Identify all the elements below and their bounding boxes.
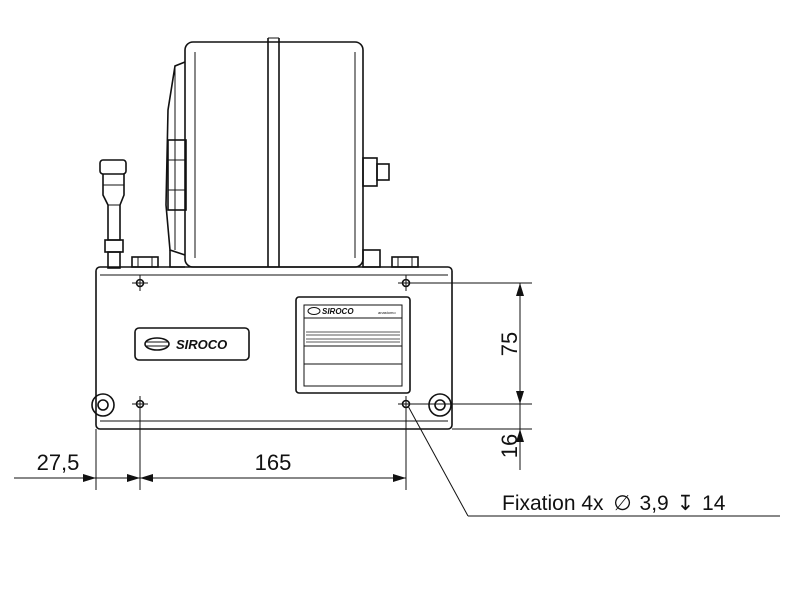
fixation-note: Fixation 4x ∅ 3,9 ↧ 14: [502, 492, 726, 515]
dimension-hole-spacing: 165: [255, 450, 292, 475]
brand-name: SIROCO: [176, 337, 227, 352]
brand-badge: SIROCO: [134, 327, 250, 361]
depth-symbol: ↧: [677, 492, 695, 515]
base-block: [95, 256, 453, 430]
fixation-hole-bottom-right: [398, 396, 414, 412]
nameplate: SIROCO anastomo: [295, 296, 411, 394]
horizontal-dimension-lines: [14, 412, 407, 490]
dimension-height-holes: 75: [497, 332, 522, 356]
hydraulic-fitting: [99, 159, 127, 269]
fixation-leader: [407, 405, 780, 517]
corner-screw-right: [428, 393, 452, 417]
corner-screw-left: [91, 393, 115, 417]
dimension-height-bottom: 16: [497, 434, 522, 458]
motor-housing: [165, 37, 390, 268]
fixation-hole-top-left: [132, 275, 148, 291]
fixation-depth: 14: [702, 492, 726, 515]
dimension-offset-left: 27,5: [37, 450, 80, 475]
fixation-hole-top-right: [398, 275, 414, 291]
fixation-diameter: 3,9: [640, 492, 669, 515]
fixation-hole-bottom-left: [132, 396, 148, 412]
nameplate-tag: anastomo: [378, 310, 396, 315]
fixation-note-prefix: Fixation 4x: [502, 492, 604, 515]
diameter-symbol: ∅: [613, 492, 631, 515]
nameplate-brand: SIROCO: [322, 307, 354, 316]
vertical-dimension-lines: [414, 282, 532, 470]
